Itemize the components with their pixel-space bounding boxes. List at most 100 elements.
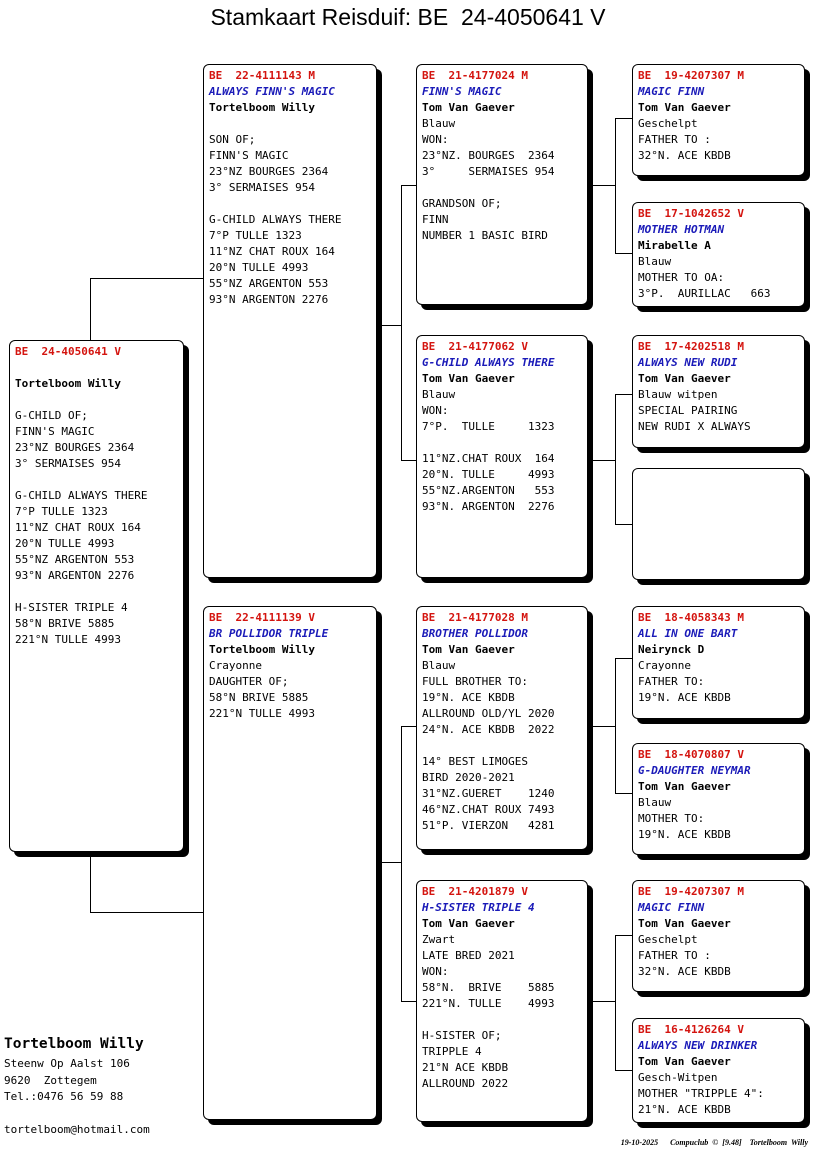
card-text-line: NUMBER 1 BASIC BIRD — [422, 229, 548, 242]
pigeon-name: MOTHER HOTMAN — [638, 223, 725, 236]
card-text-line: Crayonne — [638, 659, 691, 672]
pigeon-name: ALWAYS NEW RUDI — [638, 356, 738, 369]
card-text-line: SPECIAL PAIRING — [638, 404, 738, 417]
card-text-line: ALLROUND OLD/YL 2020 — [422, 707, 555, 720]
breeder-name: Tortelboom Willy — [209, 643, 315, 656]
card-text-line: BIRD 2020-2021 — [422, 771, 515, 784]
card-text-line: 55°NZ.ARGENTON 553 — [422, 484, 555, 497]
card-text-line: SON OF; — [209, 133, 256, 146]
connector-line — [401, 185, 418, 186]
pigeon-name: ALWAYS NEW DRINKER — [638, 1039, 758, 1052]
pigeon-name: G-CHILD ALWAYS THERE — [422, 356, 555, 369]
card-text-line — [422, 435, 582, 451]
card-text-line: 11°NZ CHAT ROUX 164 — [209, 245, 335, 258]
owner-phone: Tel.:0476 56 59 88 — [4, 1090, 124, 1103]
card-text-line: 58°N BRIVE 5885 — [209, 691, 309, 704]
card-text-line: 3° SERMAISES 954 — [209, 181, 315, 194]
card-text-line: FULL BROTHER TO: — [422, 675, 528, 688]
card-text-line: Blauw witpen — [638, 388, 718, 401]
ring-number: BE 18-4058343 M — [638, 611, 744, 624]
connector-line — [401, 460, 418, 461]
card-text-line — [15, 584, 178, 600]
card-text-line: Blauw — [422, 388, 456, 401]
connector-line — [615, 118, 634, 119]
pigeon-name: H-SISTER TRIPLE 4 — [422, 901, 535, 914]
card-text-line: 3° SERMAISES 954 — [15, 457, 121, 470]
ring-number: BE 21-4201879 V — [422, 885, 528, 898]
page-title: Stamkaart Reisduif: BE 24-4050641 V — [210, 4, 606, 30]
pigeon-name: MAGIC FINN — [638, 901, 705, 914]
pigeon-name: BROTHER POLLIDOR — [422, 627, 528, 640]
card-text-line: LATE BRED 2021 — [422, 949, 515, 962]
card-text-line — [209, 116, 371, 132]
card-text-line: Blauw — [422, 117, 456, 130]
card-text-line — [422, 180, 582, 196]
connector-line — [615, 118, 616, 253]
connector-line — [90, 278, 91, 341]
card-text-line: 20°N. TULLE 4993 — [422, 468, 555, 481]
card-text-line: MOTHER TO: — [638, 812, 705, 825]
connector-line — [90, 852, 91, 913]
card-text-line: 21°N. ACE KBDB — [638, 1103, 731, 1116]
pigeon-name: BR POLLIDOR TRIPLE — [209, 627, 329, 640]
card-text-line: 32°N. ACE KBDB — [638, 149, 731, 162]
breeder-name: Tom Van Gaever — [638, 101, 731, 114]
connector-line — [378, 325, 402, 326]
breeder-name: Tom Van Gaever — [638, 917, 731, 930]
connector-line — [615, 524, 634, 525]
card-text-line: Gesch-Witpen — [638, 1071, 718, 1084]
pigeon-card-fmm[interactable] — [632, 468, 805, 580]
pigeon-name: G-DAUGHTER NEYMAR — [638, 764, 751, 777]
card-text-line: H-SISTER TRIPLE 4 — [15, 601, 128, 614]
card-text-line: G-CHILD OF; — [15, 409, 88, 422]
connector-line — [401, 185, 402, 460]
breeder-name: Neirynck D — [638, 643, 705, 656]
card-text-line: 93°N ARGENTON 2276 — [209, 293, 329, 306]
connector-line — [401, 1001, 418, 1002]
connector-line — [615, 793, 634, 794]
card-text-line: 23°NZ. BOURGES 2364 — [422, 149, 555, 162]
card-text-line: 23°NZ BOURGES 2364 — [209, 165, 329, 178]
card-text-line: FATHER TO : — [638, 133, 711, 146]
card-text-line: FATHER TO: — [638, 675, 705, 688]
card-text-line — [15, 392, 178, 408]
card-text-line: Blauw — [422, 659, 456, 672]
owner-street: Steenw Op Aalst 106 — [4, 1057, 130, 1070]
owner-info: Tortelboom Willy Steenw Op Aalst 106 962… — [4, 1034, 144, 1106]
ring-number: BE 22-4111143 M — [209, 69, 315, 82]
card-text-line: TRIPPLE 4 — [422, 1045, 482, 1058]
card-text-line: 221°N TULLE 4993 — [209, 707, 315, 720]
card-text-line: Blauw — [638, 255, 672, 268]
breeder-name: Tom Van Gaever — [422, 917, 515, 930]
card-text-line: 19°N. ACE KBDB — [422, 691, 515, 704]
card-text-line: Geschelpt — [638, 117, 698, 130]
pigeon-card-mother-mother[interactable]: BE 21-4201879 V H-SISTER TRIPLE 4 Tom Van … — [416, 880, 588, 1122]
card-text-line: 58°N. BRIVE 5885 — [422, 981, 555, 994]
card-text-line — [15, 472, 178, 488]
card-text-line: FINN'S MAGIC — [15, 425, 95, 438]
footer-credit: 19-10-2025 Compuclub © [9.48] Tortelboom… — [620, 1138, 808, 1147]
card-text-line: WON: — [422, 404, 449, 417]
owner-email[interactable]: tortelboom@hotmail.com — [4, 1123, 150, 1136]
connector-line — [90, 912, 205, 913]
card-text-line: 3° SERMAISES 954 — [422, 165, 555, 178]
connector-line — [378, 862, 402, 863]
card-text-line: H-SISTER OF; — [422, 1029, 502, 1042]
card-text-line: FATHER TO : — [638, 949, 711, 962]
card-text-line: MOTHER "TRIPPLE 4": — [638, 1087, 764, 1100]
breeder-name: Tom Van Gaever — [422, 643, 515, 656]
card-text-line: GRANDSON OF; — [422, 197, 502, 210]
